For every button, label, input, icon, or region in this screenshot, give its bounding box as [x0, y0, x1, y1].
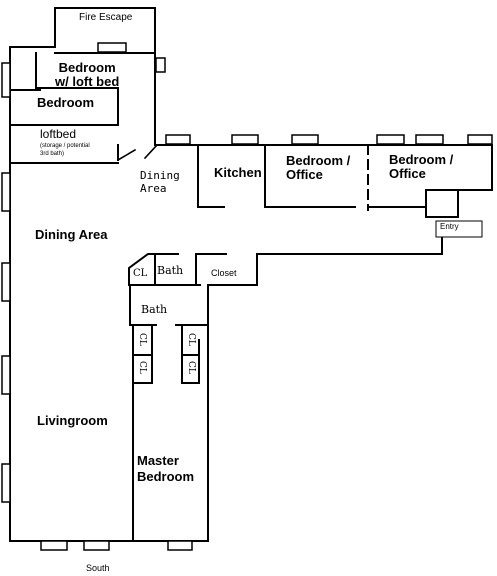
interior-wall: [181, 324, 200, 384]
bath-upper-label: Bath: [157, 264, 184, 277]
kitchen-label: Kitchen: [214, 165, 262, 180]
exterior-wall: [154, 144, 493, 191]
interior-wall: [132, 324, 153, 384]
cl-left-1-label: CL: [136, 333, 147, 346]
bedroom-loft-label-line2: w/ loft bed: [55, 74, 120, 90]
window: [155, 57, 166, 73]
loftbed-label: loftbed: [40, 127, 77, 141]
south-label: South: [86, 563, 110, 573]
window: [376, 134, 405, 145]
door-swing: [143, 143, 159, 160]
cl-top-label: CL: [133, 268, 148, 279]
cl-right-1-label: CL: [185, 333, 196, 346]
window: [1, 172, 11, 212]
bedroom-office-1-line2: Office: [286, 167, 323, 183]
loftbed-note-line2: 3rd bath): [40, 150, 65, 157]
livingroom-label: Livingroom: [37, 413, 108, 428]
bedroom-office-1-label: Bedroom / Office: [286, 153, 351, 183]
bath-lower-label: Bath: [141, 303, 168, 316]
cl-right-2-label: CL: [185, 361, 196, 374]
window: [97, 42, 127, 53]
dining-area-label: Dining Area: [35, 227, 108, 242]
door-swing: [116, 148, 137, 162]
fire-escape-label: Fire Escape: [79, 12, 133, 23]
bedroom-office-1-line1: Bedroom /: [286, 153, 351, 168]
window: [291, 134, 319, 145]
fire-escape-wall: [54, 7, 156, 54]
bedroom-loft-label-line1: Bedroom: [58, 60, 116, 75]
window: [1, 463, 11, 503]
interior-wall: [128, 253, 179, 286]
entry-label: Entry: [440, 222, 459, 231]
window: [165, 134, 191, 145]
bedroom-office-2-line1: Bedroom /: [389, 152, 454, 167]
dining-area-small-line1: Dining: [140, 169, 180, 182]
exterior-wall: [256, 237, 443, 286]
cl-left-2-label: CL: [136, 361, 147, 374]
window: [167, 540, 193, 551]
window: [40, 540, 68, 551]
bedroom-label: Bedroom: [37, 95, 95, 110]
closet-label: Closet: [211, 268, 237, 278]
loftbed-note-line1: (storage / potential: [40, 143, 90, 149]
master-bedroom-line1: Master: [137, 453, 179, 468]
window: [1, 355, 11, 395]
window: [415, 134, 444, 145]
bedroom-loft-label: Bedroom w/ loft bed: [55, 60, 120, 90]
loftbed-note: (storage / potential 3rd bath): [40, 143, 90, 159]
entry-tag-box: [435, 220, 483, 238]
window: [231, 134, 259, 145]
entry-closet: [425, 189, 459, 218]
window: [1, 62, 11, 98]
bedroom-office-2-line2: Office: [389, 166, 426, 182]
master-bedroom-line2: Bedroom: [137, 468, 195, 484]
bedroom-office-2-label: Bedroom / Office: [389, 152, 454, 182]
window: [83, 540, 110, 551]
master-bedroom-label: Master Bedroom: [137, 453, 194, 484]
dining-area-small-line2: Area: [140, 182, 167, 196]
dining-area-small-label: Dining Area: [140, 169, 180, 195]
window: [1, 262, 11, 302]
window: [467, 134, 493, 145]
